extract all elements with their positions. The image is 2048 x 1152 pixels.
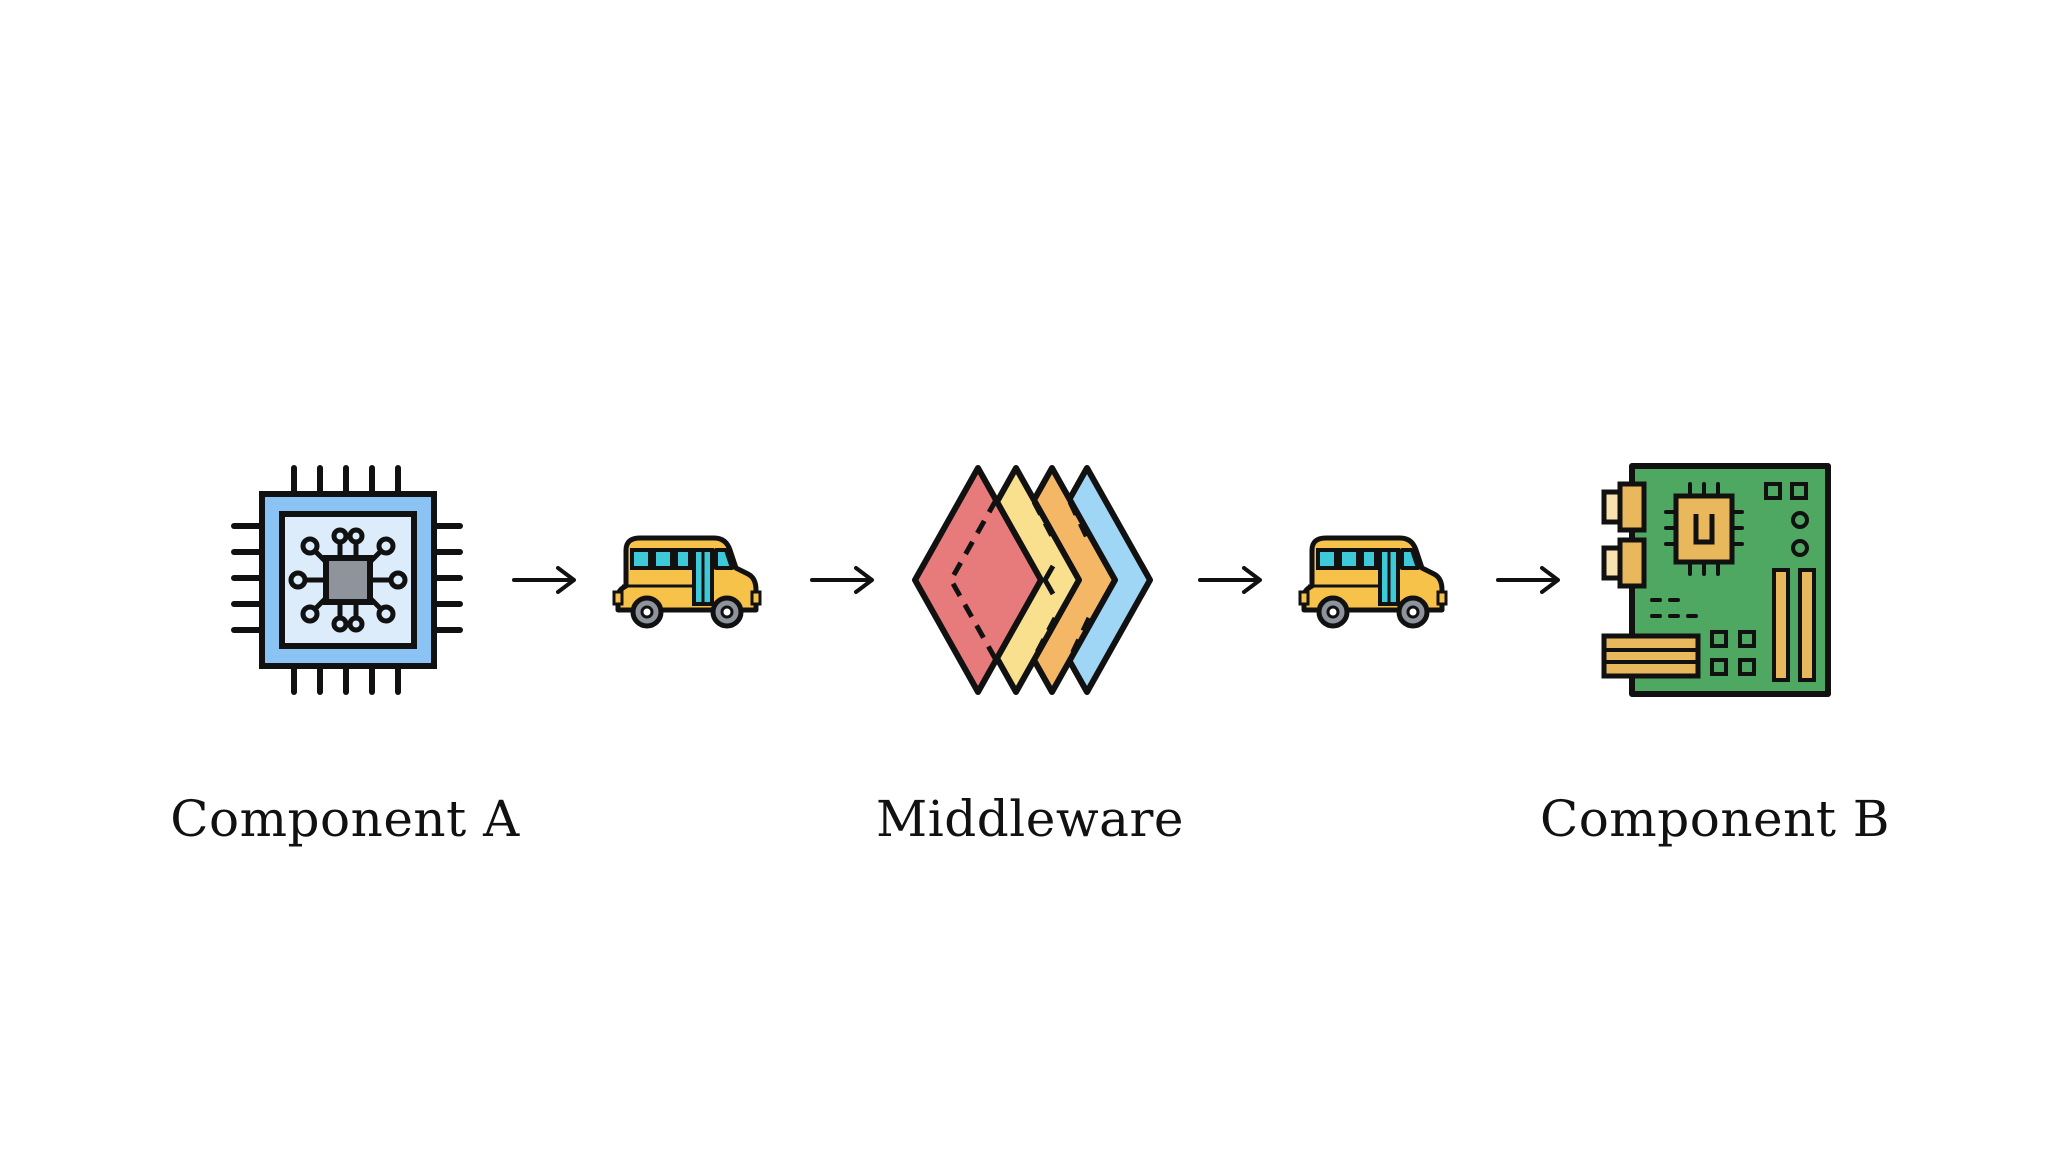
bus-icon [612,535,762,629]
cpu-chip-icon [231,465,463,695]
arrow-right-icon [810,566,874,594]
arrow-right-icon [1198,566,1262,594]
arrow-right-icon [512,566,576,594]
middleware-label: Middleware [876,790,1184,848]
component-a-label: Component A [170,790,520,848]
component-b-label: Component B [1539,790,1891,848]
bus-icon [1298,535,1448,629]
arrow-right-icon [1496,566,1560,594]
motherboard-icon [1601,463,1831,697]
layers-icon [912,465,1153,695]
